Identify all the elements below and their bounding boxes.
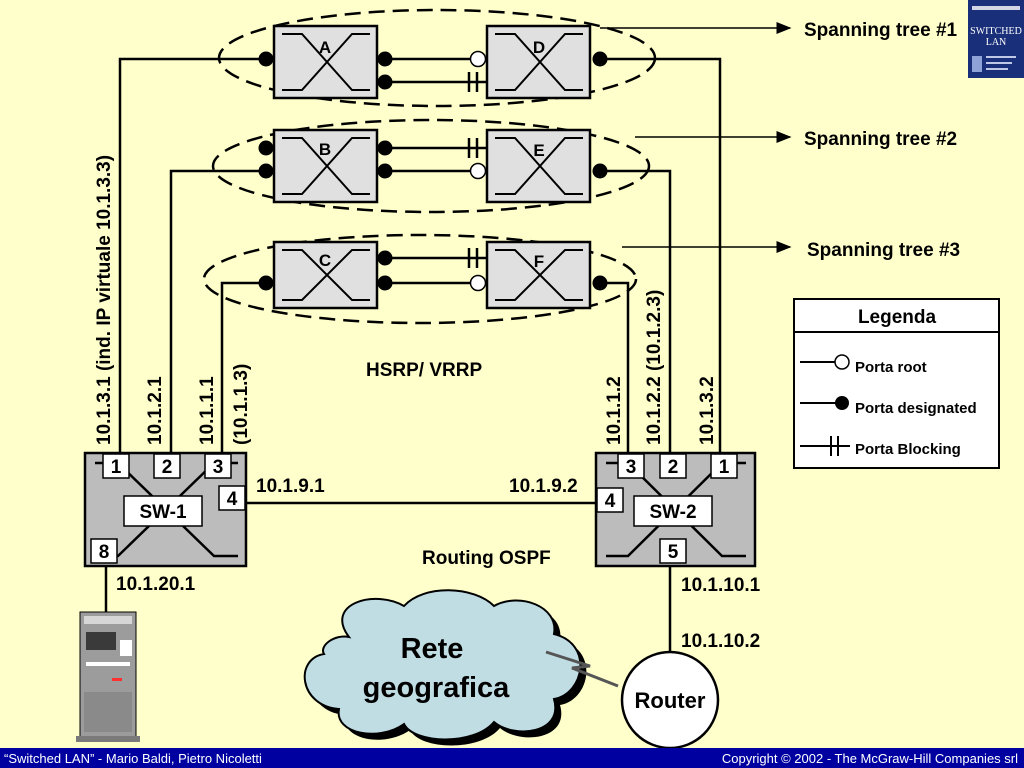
blocking-port-marker: [467, 138, 479, 158]
sw1-port-8: [90, 538, 118, 564]
bridge-a-label: A: [319, 38, 331, 57]
bridge-c-label: C: [319, 251, 331, 270]
sw2-port-5-label: 5: [668, 542, 679, 563]
addr-sw1-port3: 10.1.1.1: [197, 376, 218, 445]
sw1-port-3: [204, 453, 232, 479]
spanning-tree-2-label: Spanning tree #2: [804, 129, 957, 150]
addr-router: 10.1.10.2: [681, 631, 760, 652]
footer-copyright: Copyright © 2002 - The McGraw-Hill Compa…: [721, 751, 1018, 766]
bridge-e-label: E: [533, 141, 544, 160]
cloud-label-line1: Rete: [401, 633, 464, 665]
sw2-port-1: [710, 453, 738, 479]
bridge-a: A: [272, 24, 379, 100]
bridge-f-label: F: [534, 252, 544, 271]
addr-sw1-port8: 10.1.20.1: [116, 574, 196, 595]
routing-label: Routing OSPF: [422, 548, 551, 569]
legend: Legenda Porta root Porta designated Port…: [793, 298, 1000, 469]
bridge-b-label: B: [319, 140, 331, 159]
book-cover-title-2: LAN: [986, 37, 1007, 48]
sw1-port-1-label: 1: [111, 457, 122, 478]
sw1-port-4: [218, 485, 246, 511]
legend-designated-icon: [835, 396, 849, 410]
root-port-markers: [469, 50, 487, 292]
book-cover-title-1: SWITCHED: [970, 26, 1022, 37]
wire-d-sw2: [600, 57, 722, 453]
designated-port-markers: [258, 51, 608, 291]
router-label: Router: [635, 688, 706, 713]
spanning-tree-3-ellipse: [202, 233, 638, 325]
cloud-icon: [303, 589, 587, 746]
sw2-port-3-label: 3: [626, 457, 637, 478]
addr-sw1-port1: 10.1.3.1 (ind. IP virtuale 10.1.3.3): [94, 155, 115, 445]
wire-e-sw2: [600, 169, 672, 453]
spanning-tree-3-label: Spanning tree #3: [807, 240, 960, 261]
sw2-port-4: [596, 487, 624, 513]
switch-sw2: 3 2 1 4 5 SW-2: [594, 451, 757, 568]
addr-sw2-port3: 10.1.1.2: [604, 376, 625, 445]
sw2-port-4-label: 4: [605, 491, 616, 512]
legend-blocking-icon: [830, 436, 839, 456]
addr-sw2-port2: 10.1.2.2 (10.1.2.3): [644, 290, 665, 445]
wire-c-sw1: [220, 281, 264, 453]
footer-bar: “Switched LAN” - Mario Baldi, Pietro Nic…: [0, 748, 1024, 768]
spanning-tree-2-ellipse: [211, 118, 651, 214]
sw2-port-2: [659, 453, 687, 479]
book-cover-thumbnail: SWITCHED LAN: [968, 0, 1024, 78]
addr-sw1-link: 10.1.9.1: [256, 476, 325, 497]
hsrp-label: HSRP/ VRRP: [366, 360, 482, 381]
sw1-port-8-label: 8: [99, 542, 110, 563]
legend-root-icon: [834, 354, 850, 370]
wire-f-sw2: [600, 281, 630, 453]
legend-title: Legenda: [858, 307, 937, 328]
sw2-port-5: [659, 538, 687, 564]
addr-sw2-link: 10.1.9.2: [509, 476, 578, 497]
sw1-port-4-label: 4: [227, 489, 238, 510]
sw1-port-2-label: 2: [162, 457, 173, 478]
bridge-d-label: D: [533, 38, 545, 57]
spanning-tree-1-label: Spanning tree #1: [804, 20, 958, 41]
wan-link-icon: [545, 650, 619, 688]
sw2-port-1-label: 1: [719, 457, 730, 478]
blocking-port-marker: [467, 72, 479, 92]
sw1-label: SW-1: [139, 502, 187, 523]
bridge-e: E: [485, 128, 592, 204]
switch-sw1: 1 2 3 4 8 SW-1: [83, 451, 248, 568]
addr-sw1-port3-virtual: (10.1.1.3): [231, 364, 252, 445]
bridge-f: F: [485, 240, 592, 310]
addr-sw2-port1: 10.1.3.2: [697, 376, 718, 445]
sw2-port-3: [617, 453, 645, 479]
sw1-port-1: [102, 453, 130, 479]
server-icon: [76, 611, 140, 742]
legend-blocking-label: Porta Blocking: [855, 441, 961, 458]
cloud-label-line2: geografica: [363, 672, 511, 704]
wire-a-sw1: [118, 57, 264, 453]
sw1-port-2: [153, 453, 181, 479]
wire-b-sw1: [169, 169, 264, 453]
addr-sw2-port5: 10.1.10.1: [681, 575, 761, 596]
sw2-label: SW-2: [649, 502, 696, 523]
bridge-c: C: [272, 240, 379, 310]
legend-root-label: Porta root: [855, 359, 927, 376]
legend-designated-label: Porta designated: [855, 400, 977, 417]
footer-credits: “Switched LAN” - Mario Baldi, Pietro Nic…: [4, 751, 262, 766]
bridge-b: B: [272, 128, 379, 204]
bridge-d: D: [485, 24, 592, 100]
sw2-port-2-label: 2: [668, 457, 679, 478]
blocking-port-marker: [467, 248, 479, 268]
sw1-port-3-label: 3: [213, 457, 224, 478]
addr-sw1-port2: 10.1.2.1: [145, 376, 166, 445]
